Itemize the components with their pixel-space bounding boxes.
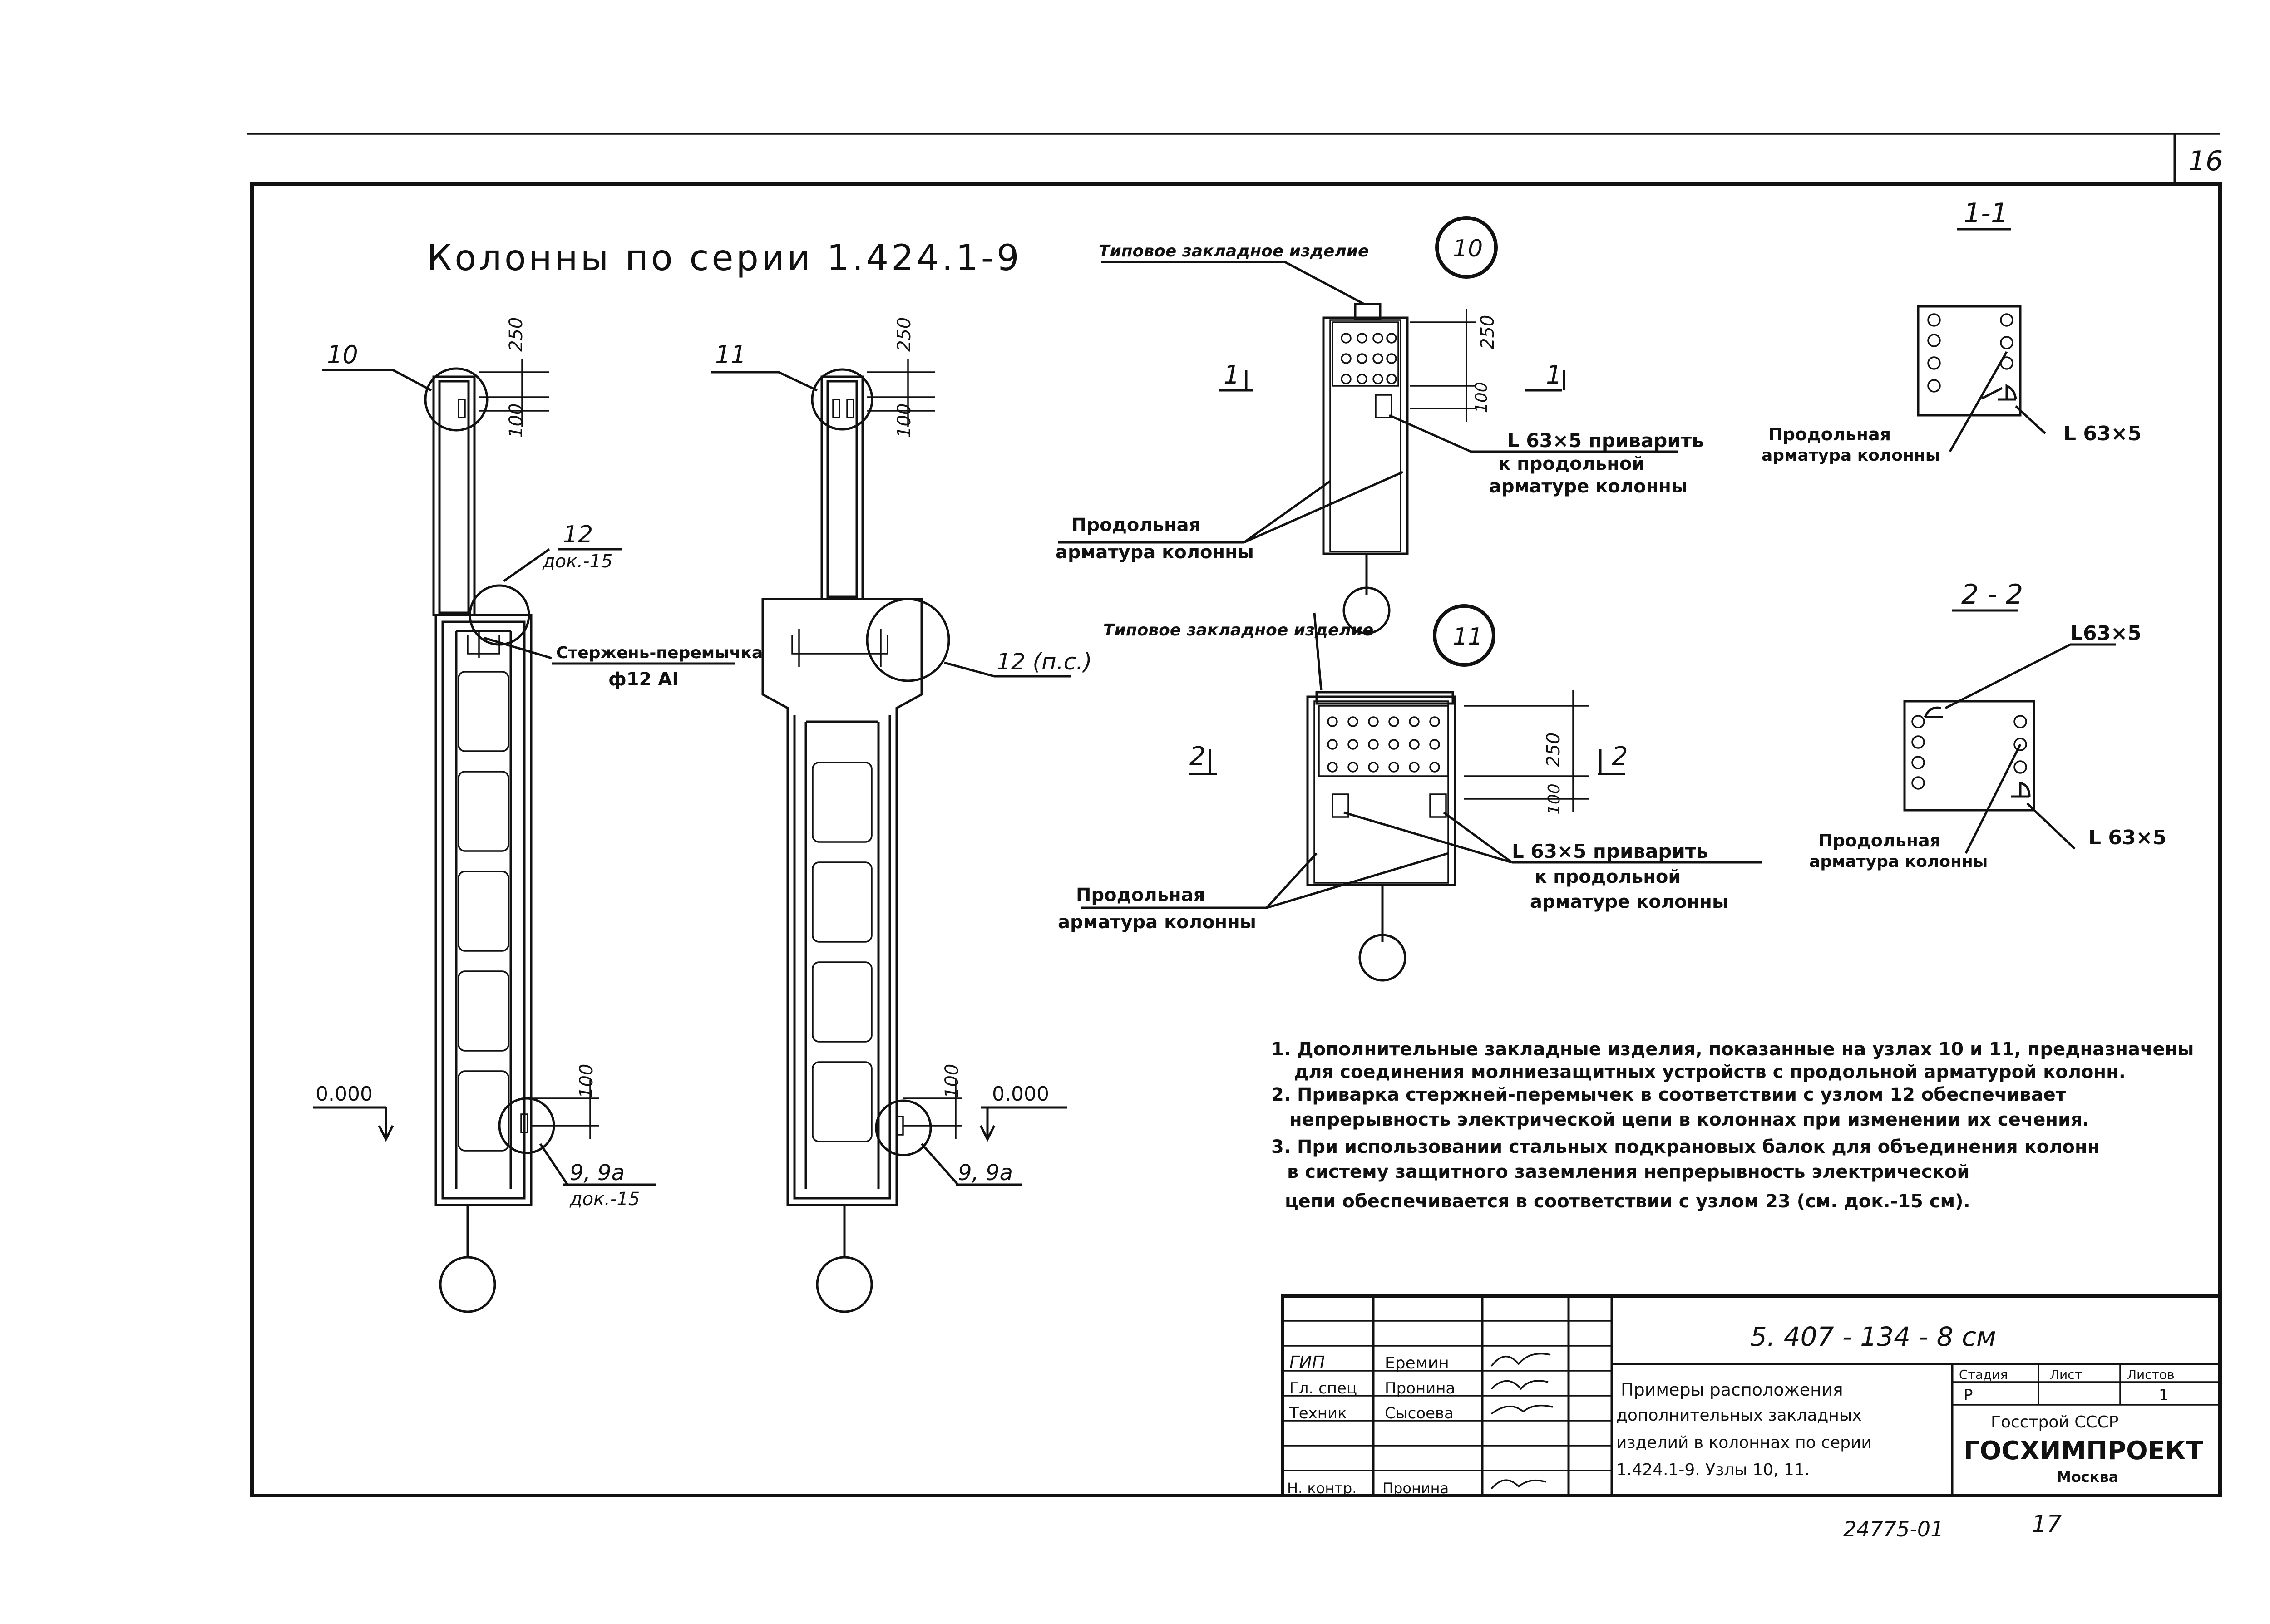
node-10-dim-100: 100: [1472, 382, 1491, 413]
role-chief-spec: Гл. спец: [1289, 1379, 1357, 1398]
node-10-dim-250: 250: [1477, 315, 1498, 349]
org-city: Москва: [2057, 1468, 2118, 1486]
node-10-weld-note-2: к продольной: [1498, 453, 1644, 474]
note-line: для соединения молниезащитных устройств …: [1294, 1062, 2126, 1083]
column-a-axis-marker: [439, 1256, 496, 1313]
column-b-dim-bottom: 100: [942, 1064, 962, 1098]
node-10-rebar-label-1: Продольная: [1071, 515, 1200, 536]
column-a-dim-250: 250: [506, 317, 527, 352]
node-11-number: 11: [1453, 623, 1483, 650]
column-a-dim-bottom: 100: [576, 1064, 597, 1098]
name-technician: Сысоева: [1385, 1404, 1454, 1422]
section-1-rebar-label-2: арматура колонны: [1762, 446, 1940, 465]
column-a: [313, 359, 735, 1313]
stage-value: Р: [1964, 1386, 1973, 1404]
node-11-callout-circle: [811, 368, 873, 431]
column-b-node-12-label: 12 (п.с.): [997, 649, 1092, 675]
column-a-level: 0.000: [316, 1083, 373, 1106]
node-12-callout-circle: [469, 584, 530, 646]
column-a-dim-100: 100: [506, 404, 527, 438]
node-10-number: 10: [1453, 235, 1483, 262]
section-2-angle-bottom: L 63×5: [2088, 826, 2166, 849]
node-11-weld-note-1: L 63×5 приварить: [1512, 840, 1708, 862]
node-10-detail: [1058, 216, 1678, 635]
column-a-node-10-label: 10: [327, 340, 358, 369]
stage-header: Стадия: [1959, 1367, 2008, 1382]
column-a-node-9-label: 9, 9а: [570, 1160, 625, 1186]
description-line: 1.424.1-9. Узлы 10, 11.: [1616, 1461, 1810, 1479]
sheets-header: Листов: [2127, 1367, 2175, 1382]
column-a-node-12-label: 12: [563, 521, 593, 548]
title-block: [1281, 1294, 2222, 1497]
note-line: цепи обеспечивается в соответствии с узл…: [1285, 1191, 1970, 1212]
node-10-typical-part: Типовое закладное изделие: [1099, 242, 1369, 261]
note-line: 2. Приварка стержней-перемычек в соответ…: [1271, 1084, 2067, 1105]
node-11-typical-part: Типовое закладное изделие: [1103, 621, 1373, 640]
sheet-footer-number: 17: [2032, 1511, 2062, 1538]
section-2-rebar-label-1: Продольная: [1818, 831, 1941, 851]
section-1-angle: L 63×5: [2063, 422, 2142, 445]
org-ministry: Госстрой СССР: [1991, 1413, 2118, 1432]
column-b-dim-250: 250: [894, 317, 915, 352]
description-line: Примеры расположения: [1621, 1380, 1843, 1400]
column-b-dim-100: 100: [894, 404, 915, 438]
section-2-angle-top: L63×5: [2070, 622, 2142, 645]
org-institute: ГОСХИМПРОЕКТ: [1964, 1436, 2203, 1466]
node-10-section-right: 1: [1546, 360, 1562, 390]
node-11-weld-note-2: к продольной: [1535, 866, 1681, 887]
node-11-section-left: 2: [1189, 742, 1206, 771]
document-code: 5. 407 - 134 - 8 см: [1750, 1321, 1996, 1352]
inventory-number: 24775-01: [1843, 1517, 1944, 1541]
column-a-node-12-doc: док.-15: [542, 551, 612, 572]
general-notes: 1. Дополнительные закладные изделия, пок…: [1271, 1039, 2194, 1212]
node-11-weld-note-3: арматуре колонны: [1530, 891, 1728, 912]
node-10-rebar-label-2: арматура колонны: [1056, 542, 1254, 563]
section-2-title: 2 - 2: [1961, 579, 2023, 610]
description-line: изделий в колоннах по серии: [1616, 1433, 1872, 1452]
section-1-title: 1-1: [1964, 197, 2008, 229]
note-line: в систему защитного заземления непрерывн…: [1287, 1161, 1969, 1182]
bridge-bar-size: ф12 АI: [608, 669, 679, 690]
section-1-rebar-label-1: Продольная: [1768, 424, 1891, 444]
page-title: Колонны по серии 1.424.1-9: [427, 238, 1022, 279]
section-2-2: [1903, 609, 2116, 854]
description-line: дополнительных закладных: [1616, 1406, 1862, 1425]
name-gip: Еремин: [1385, 1354, 1449, 1373]
role-technician: Техник: [1289, 1404, 1347, 1422]
node-10-weld-note-3: арматуре колонны: [1489, 476, 1688, 497]
node-10-callout-circle: [424, 367, 489, 432]
column-b-node-9-label: 9, 9а: [958, 1160, 1013, 1186]
note-line: непрерывность электрической цепи в колон…: [1289, 1109, 2089, 1130]
name-chief-spec: Пронина: [1385, 1379, 1455, 1398]
node-10-section-left: 1: [1224, 360, 1240, 390]
column-b-axis-marker: [816, 1256, 873, 1313]
name-norm-control: Пронина: [1382, 1480, 1449, 1497]
node-11-dim-250: 250: [1543, 733, 1564, 767]
note-line: 3. При использовании стальных подкрановы…: [1271, 1137, 2100, 1157]
sheet-header: Лист: [2050, 1367, 2082, 1382]
column-b-node-11-label: 11: [715, 340, 746, 369]
column-b: [711, 359, 1071, 1313]
node-9-b-callout-circle: [875, 1099, 932, 1156]
page-number: 16: [2188, 145, 2223, 177]
sheet-frame: [250, 182, 2222, 1497]
role-norm-control: Н. контр.: [1287, 1480, 1357, 1497]
node-12-ps-callout-circle: [866, 598, 950, 682]
note-line: 1. Дополнительные закладные изделия, пок…: [1271, 1039, 2194, 1060]
section-1-1: [1917, 228, 2046, 453]
role-gip: ГИП: [1289, 1353, 1325, 1373]
column-a-node-9-doc: док.-15: [569, 1189, 640, 1210]
column-b-level: 0.000: [992, 1083, 1049, 1106]
sheets-value: 1: [2159, 1386, 2169, 1404]
section-2-rebar-label-2: арматура колонны: [1809, 852, 1988, 871]
bridge-bar-label: Стержень-перемычка: [556, 644, 763, 662]
node-11-rebar-label-1: Продольная: [1076, 885, 1205, 906]
node-11-section-right: 2: [1612, 742, 1628, 771]
node-11-dim-100: 100: [1545, 783, 1564, 815]
node-10-weld-note-1: L 63×5 приварить: [1507, 429, 1704, 452]
node-11-rebar-label-2: арматура колонны: [1058, 912, 1256, 933]
node-11-detail: [1081, 604, 1762, 982]
